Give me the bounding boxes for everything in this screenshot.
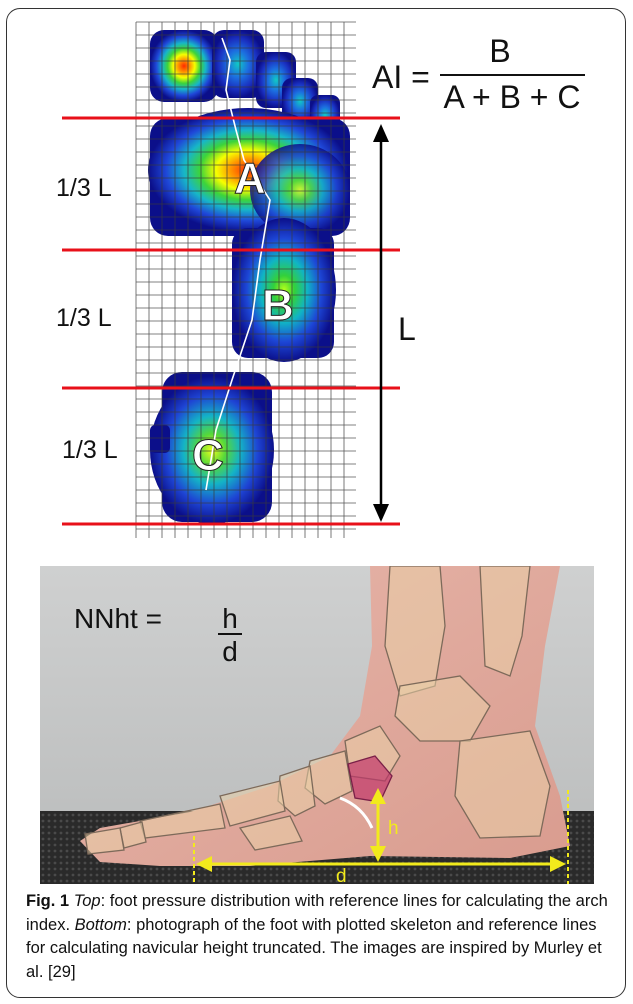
pressure-map-panel: A B C 1/3 L 1/3 L 1/3 L L AI = B A + B +…: [0, 0, 633, 545]
formula-denominator: A + B + C: [444, 79, 581, 115]
nnht-lhs: NNht =: [74, 603, 162, 634]
region-label-a: A: [234, 154, 266, 203]
section-label-3: 1/3 L: [62, 436, 118, 464]
section-label-1: 1/3 L: [56, 174, 112, 202]
caption-top-label: Top: [74, 892, 101, 910]
length-label: L: [398, 311, 416, 347]
formula-numerator: B: [489, 33, 510, 69]
caption-figure-label: Fig. 1: [26, 892, 69, 910]
nnht-numerator: h: [222, 603, 238, 634]
caption-bottom-label: Bottom: [75, 916, 127, 934]
figure-caption: Fig. 1 Top: foot pressure distribution w…: [26, 890, 611, 984]
section-label-2: 1/3 L: [56, 304, 112, 332]
pressure-heatmap: [148, 30, 350, 524]
region-label-b: B: [262, 281, 294, 330]
arch-index-formula: AI = B A + B + C: [372, 33, 585, 115]
region-label-c: C: [192, 431, 224, 480]
height-label: h: [388, 818, 399, 839]
pressure-map-figure: A B C 1/3 L 1/3 L 1/3 L L AI = B A + B +…: [0, 0, 633, 545]
foot-photograph: h d NNht = h d: [40, 566, 594, 884]
formula-lhs: AI =: [372, 59, 430, 95]
nnht-denominator: d: [222, 636, 238, 667]
length-arrow: [373, 124, 389, 522]
length-label-d: d: [336, 866, 347, 884]
